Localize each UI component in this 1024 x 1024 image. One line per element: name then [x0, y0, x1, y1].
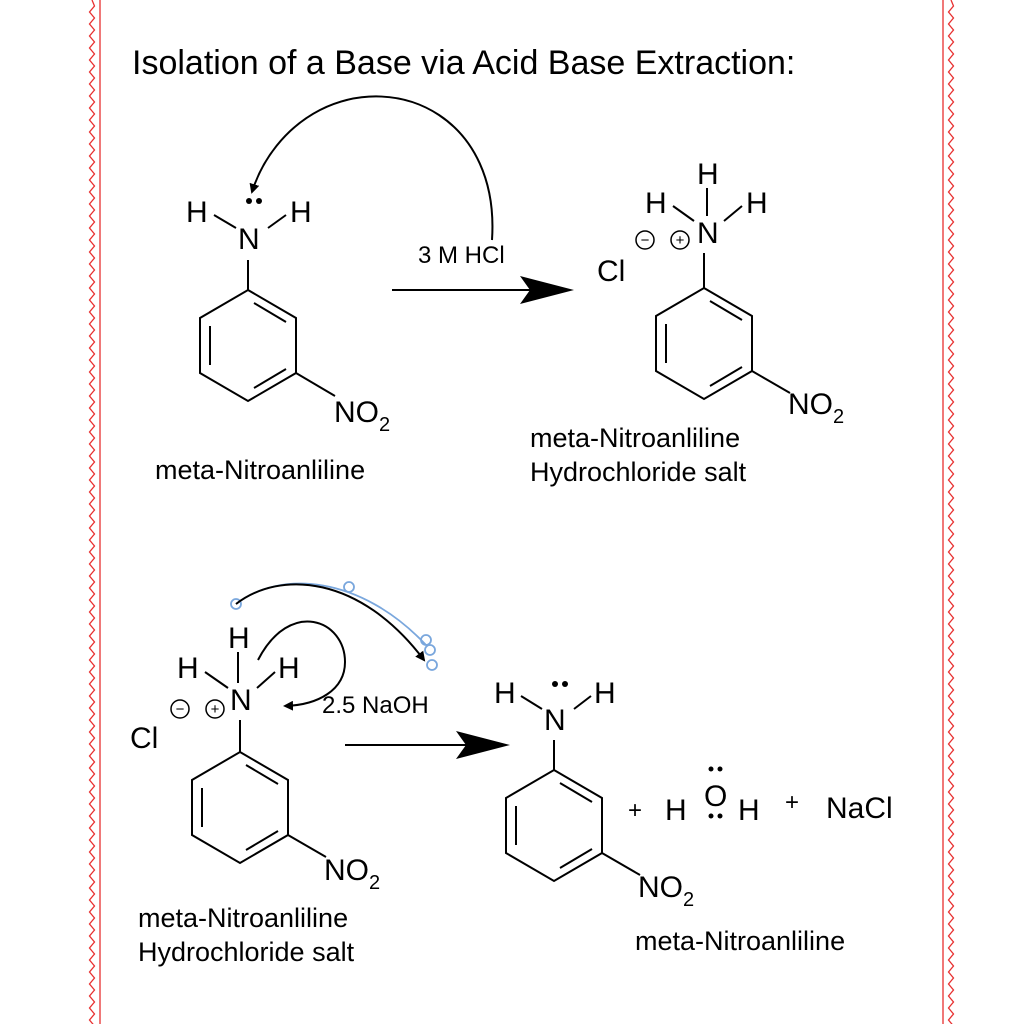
reactant-molecule-2: H H H N + − Cl NO2 [130, 622, 380, 894]
nitro-subscript: 2 [683, 889, 694, 911]
n-atom: N [544, 704, 566, 737]
reactant-label-1: meta-Nitroanliline [155, 455, 365, 485]
plus-sign: + [628, 797, 642, 824]
nitro-subscript: 2 [379, 414, 390, 436]
n-h-bond [672, 205, 695, 222]
reagent-hcl: 3 M HCl [418, 242, 505, 269]
reactant-molecule-1: H H N NO2 [186, 196, 390, 436]
h-atom: H [746, 187, 768, 220]
benzene-ring [505, 768, 603, 883]
h-atom: H [738, 794, 760, 827]
h-atom: H [645, 187, 667, 220]
border-right-wave [947, 0, 955, 1024]
negative-charge: − [176, 701, 185, 718]
lone-pair-dot [552, 681, 558, 687]
h-atom: H [186, 196, 208, 229]
nitro-symbol: NO [334, 396, 379, 429]
reactant-label-2-line2: Hydrochloride salt [138, 937, 355, 967]
lone-pair-dot [246, 198, 252, 204]
n-h-bond [213, 214, 237, 229]
benzene-ring [199, 288, 297, 403]
nitro-subscript: 2 [833, 406, 844, 428]
product-molecule-1: H H H N + − Cl NO2 [597, 158, 844, 428]
page-title: Isolation of a Base via Acid Base Extrac… [132, 44, 795, 82]
nitro-symbol: NO [324, 854, 369, 887]
nitro-group: NO2 [334, 396, 390, 436]
negative-charge-circle [170, 699, 190, 719]
reagent-naoh: 2.5 NaOH [322, 692, 429, 719]
c-nitro-bond [295, 372, 336, 397]
h-atom: H [494, 677, 516, 710]
n-h-bond [723, 205, 743, 222]
n-h-bond [573, 695, 592, 710]
selection-arc [230, 581, 438, 671]
c-nitro-bond [601, 852, 641, 876]
curved-arrow-2a [235, 583, 426, 662]
reaction-arrow-2 [345, 731, 510, 759]
h-atom: H [697, 158, 719, 191]
sodium-chloride: NaCl [826, 792, 893, 825]
positive-charge-circle [670, 230, 690, 250]
h-atom: H [177, 652, 199, 685]
chloride-ion: Cl [130, 722, 158, 755]
n-h-bond [204, 671, 229, 689]
product-molecule-2: H H N NO2 [494, 677, 694, 911]
product-label-1-line2: Hydrochloride salt [530, 457, 747, 487]
positive-charge-circle [205, 699, 225, 719]
reactant-label-2-line1: meta-Nitroanliline [138, 903, 348, 933]
h-atom: H [228, 622, 250, 655]
positive-charge: + [676, 232, 685, 249]
lone-pair-dot [256, 198, 262, 204]
lone-pair-dot [708, 813, 714, 819]
benzene-ring [655, 286, 753, 401]
h-atom: H [278, 652, 300, 685]
n-atom: N [238, 223, 260, 256]
nitro-group: NO2 [324, 854, 380, 894]
n-atom: N [697, 217, 719, 250]
curved-arrow-1 [249, 95, 494, 241]
n-h-bond [256, 671, 276, 689]
product-label-1-line1: meta-Nitroanliline [530, 423, 740, 453]
nitro-group: NO2 [788, 388, 844, 428]
negative-charge: − [641, 232, 650, 249]
n-atom: N [230, 684, 252, 717]
h-atom: H [594, 677, 616, 710]
negative-charge-circle [635, 230, 655, 250]
page-border [88, 0, 955, 1024]
lone-pair-dot [562, 681, 568, 687]
product-label-2: meta-Nitroanliline [635, 926, 845, 956]
nitro-group: NO2 [638, 871, 694, 911]
lone-pair-dot [717, 766, 723, 772]
n-h-bond [520, 695, 543, 710]
h-atom: H [665, 794, 687, 827]
plus-sign: + [785, 789, 799, 816]
nitro-symbol: NO [788, 388, 833, 421]
c-nitro-bond [287, 834, 327, 858]
reaction-arrow-1 [392, 276, 574, 304]
lone-pair-dot [708, 766, 714, 772]
nitro-symbol: NO [638, 871, 683, 904]
water-molecule: H O H [665, 766, 760, 827]
curved-arrow-2b [257, 620, 347, 711]
benzene-ring [191, 750, 289, 865]
c-nitro-bond [751, 370, 791, 394]
chloride-ion: Cl [597, 255, 625, 288]
lone-pair-dot [717, 813, 723, 819]
nitro-subscript: 2 [369, 872, 380, 894]
h-atom: H [290, 196, 312, 229]
border-left-wave [88, 0, 96, 1024]
positive-charge: + [211, 701, 220, 718]
o-atom: O [704, 780, 727, 813]
n-h-bond [267, 214, 287, 229]
